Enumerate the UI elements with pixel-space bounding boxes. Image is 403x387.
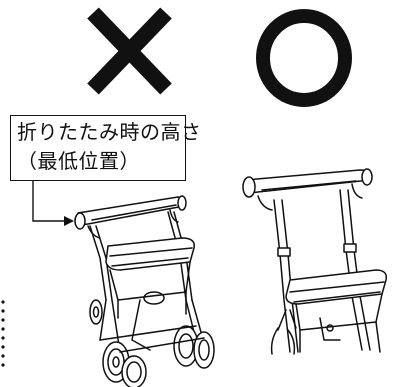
- walker-folded-illustration: [74, 195, 215, 387]
- cross-mark-icon: [87, 7, 172, 95]
- circle-mark-icon: [256, 9, 352, 107]
- callout-line-1: 折りたたみ時の高さ: [17, 120, 202, 144]
- folded-height-callout: 折りたたみ時の高さ （最低位置）: [10, 115, 202, 181]
- callout-line-2: （最低位置）: [17, 149, 140, 173]
- dotted-edge-mark: [1, 300, 5, 367]
- leader-arrow: [32, 181, 74, 226]
- walker-correct-illustration: [242, 168, 388, 355]
